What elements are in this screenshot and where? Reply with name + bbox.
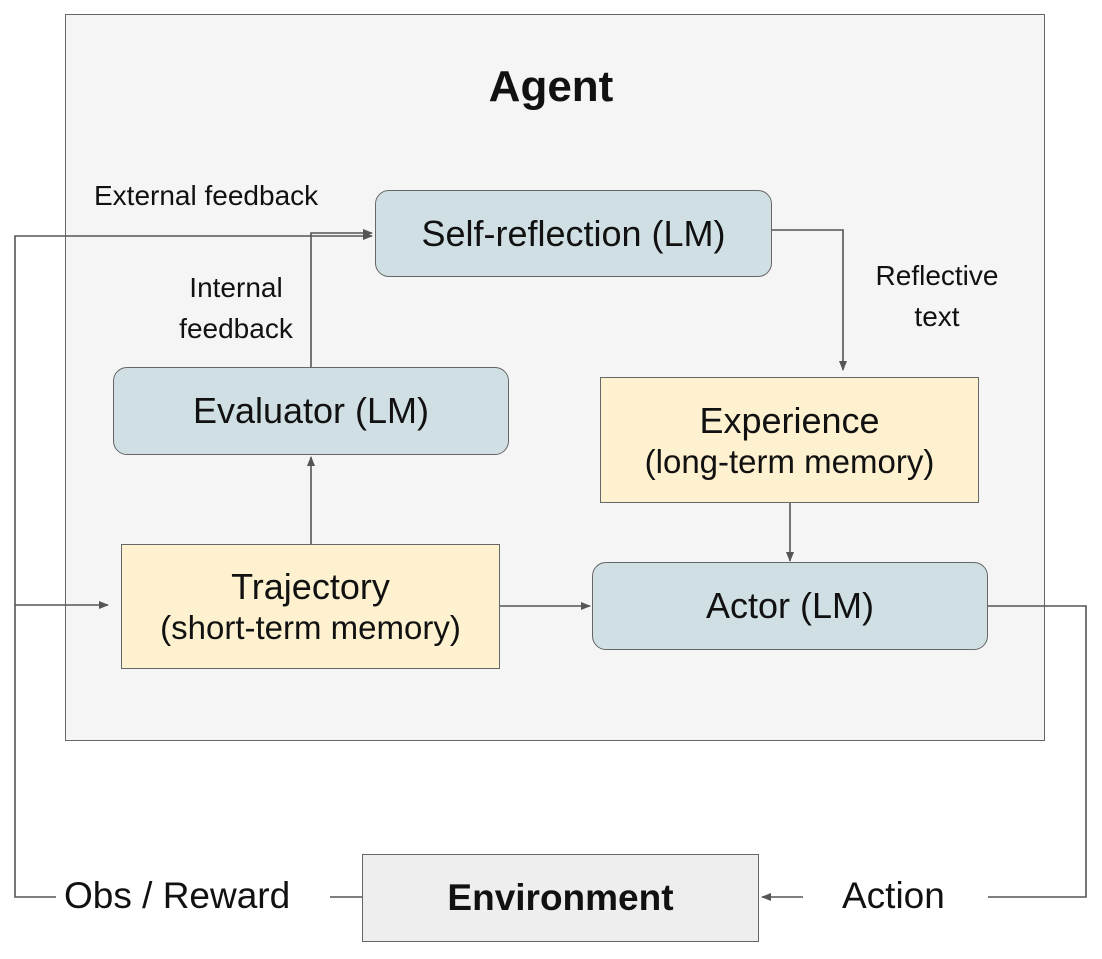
experience-node: Experience (long-term memory): [600, 377, 979, 503]
reflective-text-arrow: [772, 229, 847, 371]
obs-reward-label: Obs / Reward: [56, 875, 299, 917]
environment-label: Environment: [447, 876, 674, 918]
self-reflection-node: Self-reflection (LM): [375, 190, 772, 277]
evaluator-label: Evaluator (LM): [192, 390, 430, 432]
internal-feedback-arrow: [310, 229, 373, 367]
internal-feedback-line2: feedback: [179, 312, 293, 344]
reflective-text-line1: Reflective: [875, 260, 999, 291]
trajectory-label: Trajectory: [231, 566, 390, 608]
action-label: Action: [834, 875, 953, 917]
environment-node: Environment: [362, 854, 759, 942]
trajectory-sublabel: (short-term memory): [160, 609, 461, 647]
actor-to-action-line: [988, 605, 1087, 898]
external-feedback-arrow: [14, 232, 373, 898]
internal-feedback-label: Internal feedback: [166, 268, 306, 349]
agent-title: Agent: [488, 62, 614, 111]
evaluator-node: Evaluator (LM): [113, 367, 509, 455]
reflective-text-label: Reflective text: [862, 256, 1012, 337]
experience-label: Experience: [699, 399, 880, 441]
experience-sublabel: (long-term memory): [644, 442, 935, 480]
reflective-text-line2: text: [914, 300, 960, 332]
trajectory-node: Trajectory (short-term memory): [121, 544, 500, 669]
external-feedback-label: External feedback: [94, 180, 319, 211]
actor-node: Actor (LM): [592, 562, 988, 650]
internal-feedback-line1: Internal: [189, 272, 283, 303]
self-reflection-label: Self-reflection (LM): [421, 212, 726, 254]
actor-label: Actor (LM): [705, 585, 874, 627]
